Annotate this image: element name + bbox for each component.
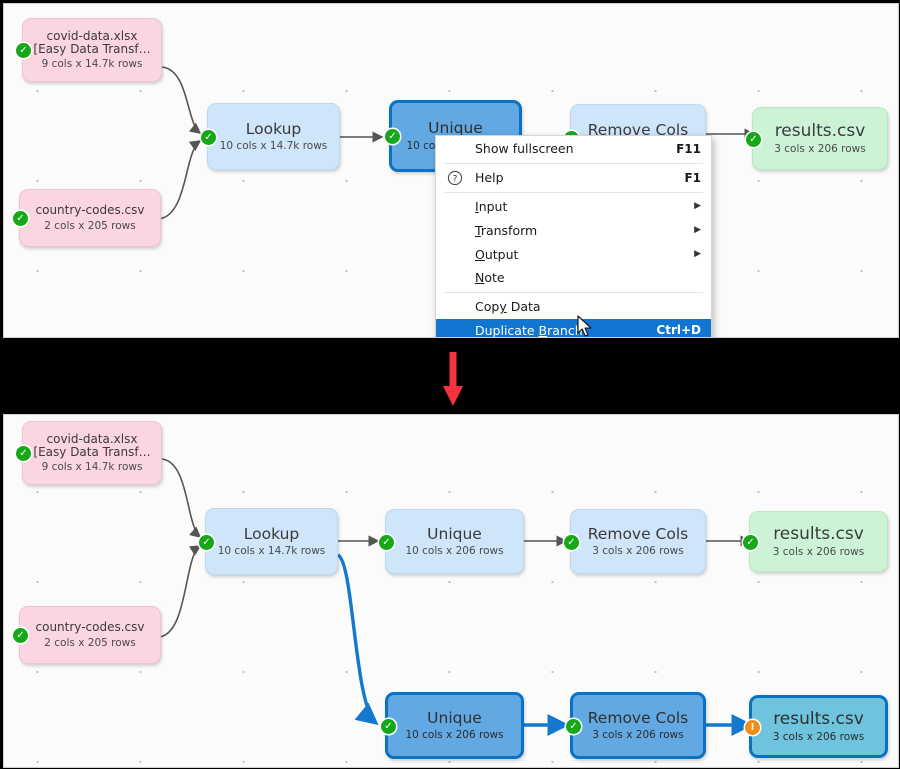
menu-item-label: Note [475,270,505,286]
node-title: Unique [428,119,483,138]
node-title: Remove Cols [587,524,689,543]
node-title: covid-data.xlsx[Easy Data Transf… [33,28,151,56]
node-unique-duplicate[interactable]: Unique 10 cols x 206 rows ✓ [381,692,524,759]
node-subtitle: 3 cols x 206 rows [772,731,865,744]
node-subtitle: 2 cols x 205 rows [44,636,136,649]
node-title: Remove Cols [587,120,689,139]
menu-separator [444,291,703,293]
chevron-right-icon: ▶ [694,225,701,236]
node-title: country-codes.csv [35,203,145,218]
node-title: results.csv [773,523,864,544]
before-panel: covid-data.xlsx[Easy Data Transf… 9 cols… [3,3,899,338]
svg-text:?: ? [453,174,458,184]
node-title: Unique [427,708,482,727]
menu-item-show-fullscreen[interactable]: Show fullscreen F11 [436,137,711,161]
menu-item-transform[interactable]: Transform ▶ [436,218,711,242]
node-lookup[interactable]: Lookup 10 cols x 14.7k rows ✓ [201,103,340,170]
node-covid-data-xlsx[interactable]: covid-data.xlsx[Easy Data Transf… 9 cols… [16,18,162,82]
menu-item-label: Help [475,170,504,186]
node-title: Remove Cols [587,708,689,727]
node-title: covid-data.xlsx[Easy Data Transf… [33,431,151,459]
status-ok-icon: ✓ [381,718,396,734]
menu-separator [444,191,703,193]
node-covid-data-xlsx[interactable]: covid-data.xlsx[Easy Data Transf… 9 cols… [16,421,162,485]
status-ok-icon: ✓ [201,129,216,145]
flow-direction-arrow [443,352,463,406]
menu-item-note[interactable]: Note [436,266,711,290]
menu-item-shortcut: F1 [684,170,701,185]
status-ok-icon: ✓ [16,43,31,58]
node-country-codes-csv[interactable]: country-codes.csv 2 cols x 205 rows ✓ [13,189,161,247]
node-subtitle: 10 cols x 206 rows [405,729,504,742]
status-ok-icon: ✓ [16,446,31,461]
menu-item-duplicate-branch[interactable]: Duplicate Branch Ctrl+D [436,318,711,338]
menu-item-label: Copy Data [475,299,541,315]
node-remove-cols-original[interactable]: Remove Cols 3 cols x 206 rows ✓ [564,509,706,574]
menu-item-label: Show fullscreen [475,141,574,157]
node-lookup[interactable]: Lookup 10 cols x 14.7k rows ✓ [199,508,338,575]
after-panel: covid-data.xlsx[Easy Data Transf… 9 cols… [3,414,899,768]
node-results-csv-duplicate[interactable]: results.csv 3 cols x 206 rows ! [745,695,888,758]
status-ok-icon: ✓ [385,129,400,144]
node-subtitle: 3 cols x 206 rows [592,729,684,742]
chevron-right-icon: ▶ [694,201,701,212]
mouse-cursor [577,315,592,337]
node-subtitle: 10 cols x 14.7k rows [219,140,328,153]
node-subtitle: 3 cols x 206 rows [592,545,684,558]
node-title: Lookup [245,119,302,138]
node-results-csv-original[interactable]: results.csv 3 cols x 206 rows ✓ [743,511,888,572]
menu-item-input[interactable]: Input ▶ [436,195,711,219]
node-title: Lookup [243,524,300,543]
node-remove-cols-duplicate[interactable]: Remove Cols 3 cols x 206 rows ✓ [566,692,706,759]
node-subtitle: 3 cols x 206 rows [774,143,866,156]
node-title: results.csv [774,120,866,141]
node-subtitle: 3 cols x 206 rows [772,546,865,559]
node-subtitle: 2 cols x 205 rows [44,219,136,232]
menu-item-label: Input [475,198,508,214]
menu-item-output[interactable]: Output ▶ [436,242,711,266]
menu-item-shortcut: F11 [676,141,701,156]
status-ok-icon: ✓ [199,534,214,550]
node-country-codes-csv[interactable]: country-codes.csv 2 cols x 205 rows ✓ [13,606,161,664]
node-subtitle: 9 cols x 14.7k rows [41,58,143,71]
menu-item-label: Transform [475,222,538,238]
status-ok-icon: ✓ [13,628,28,643]
status-ok-icon: ✓ [743,534,758,550]
menu-item-label: Duplicate Branch [475,322,583,338]
status-ok-icon: ✓ [566,718,581,734]
menu-item-label: Output [475,246,519,262]
node-results-csv[interactable]: results.csv 3 cols x 206 rows ✓ [746,107,888,170]
menu-item-shortcut: Ctrl+D [656,323,701,338]
status-ok-icon: ✓ [379,534,394,550]
node-title: country-codes.csv [35,620,145,635]
status-ok-icon: ✓ [13,211,28,226]
node-title: Unique [427,524,482,543]
status-warning-icon: ! [745,719,760,735]
status-ok-icon: ✓ [564,534,579,550]
menu-separator [444,162,703,164]
node-subtitle: 10 cols x 206 rows [405,545,504,558]
node-unique-original[interactable]: Unique 10 cols x 206 rows ✓ [379,509,524,574]
chevron-right-icon: ▶ [694,249,701,260]
node-subtitle: 9 cols x 14.7k rows [41,461,143,474]
help-circle-icon: ? [447,170,463,186]
node-title: results.csv [773,708,864,729]
menu-item-copy-data[interactable]: Copy Data [436,295,711,319]
status-ok-icon: ✓ [746,131,761,147]
menu-item-help[interactable]: ? Help F1 [436,166,711,190]
node-subtitle: 10 cols x 14.7k rows [217,545,326,558]
